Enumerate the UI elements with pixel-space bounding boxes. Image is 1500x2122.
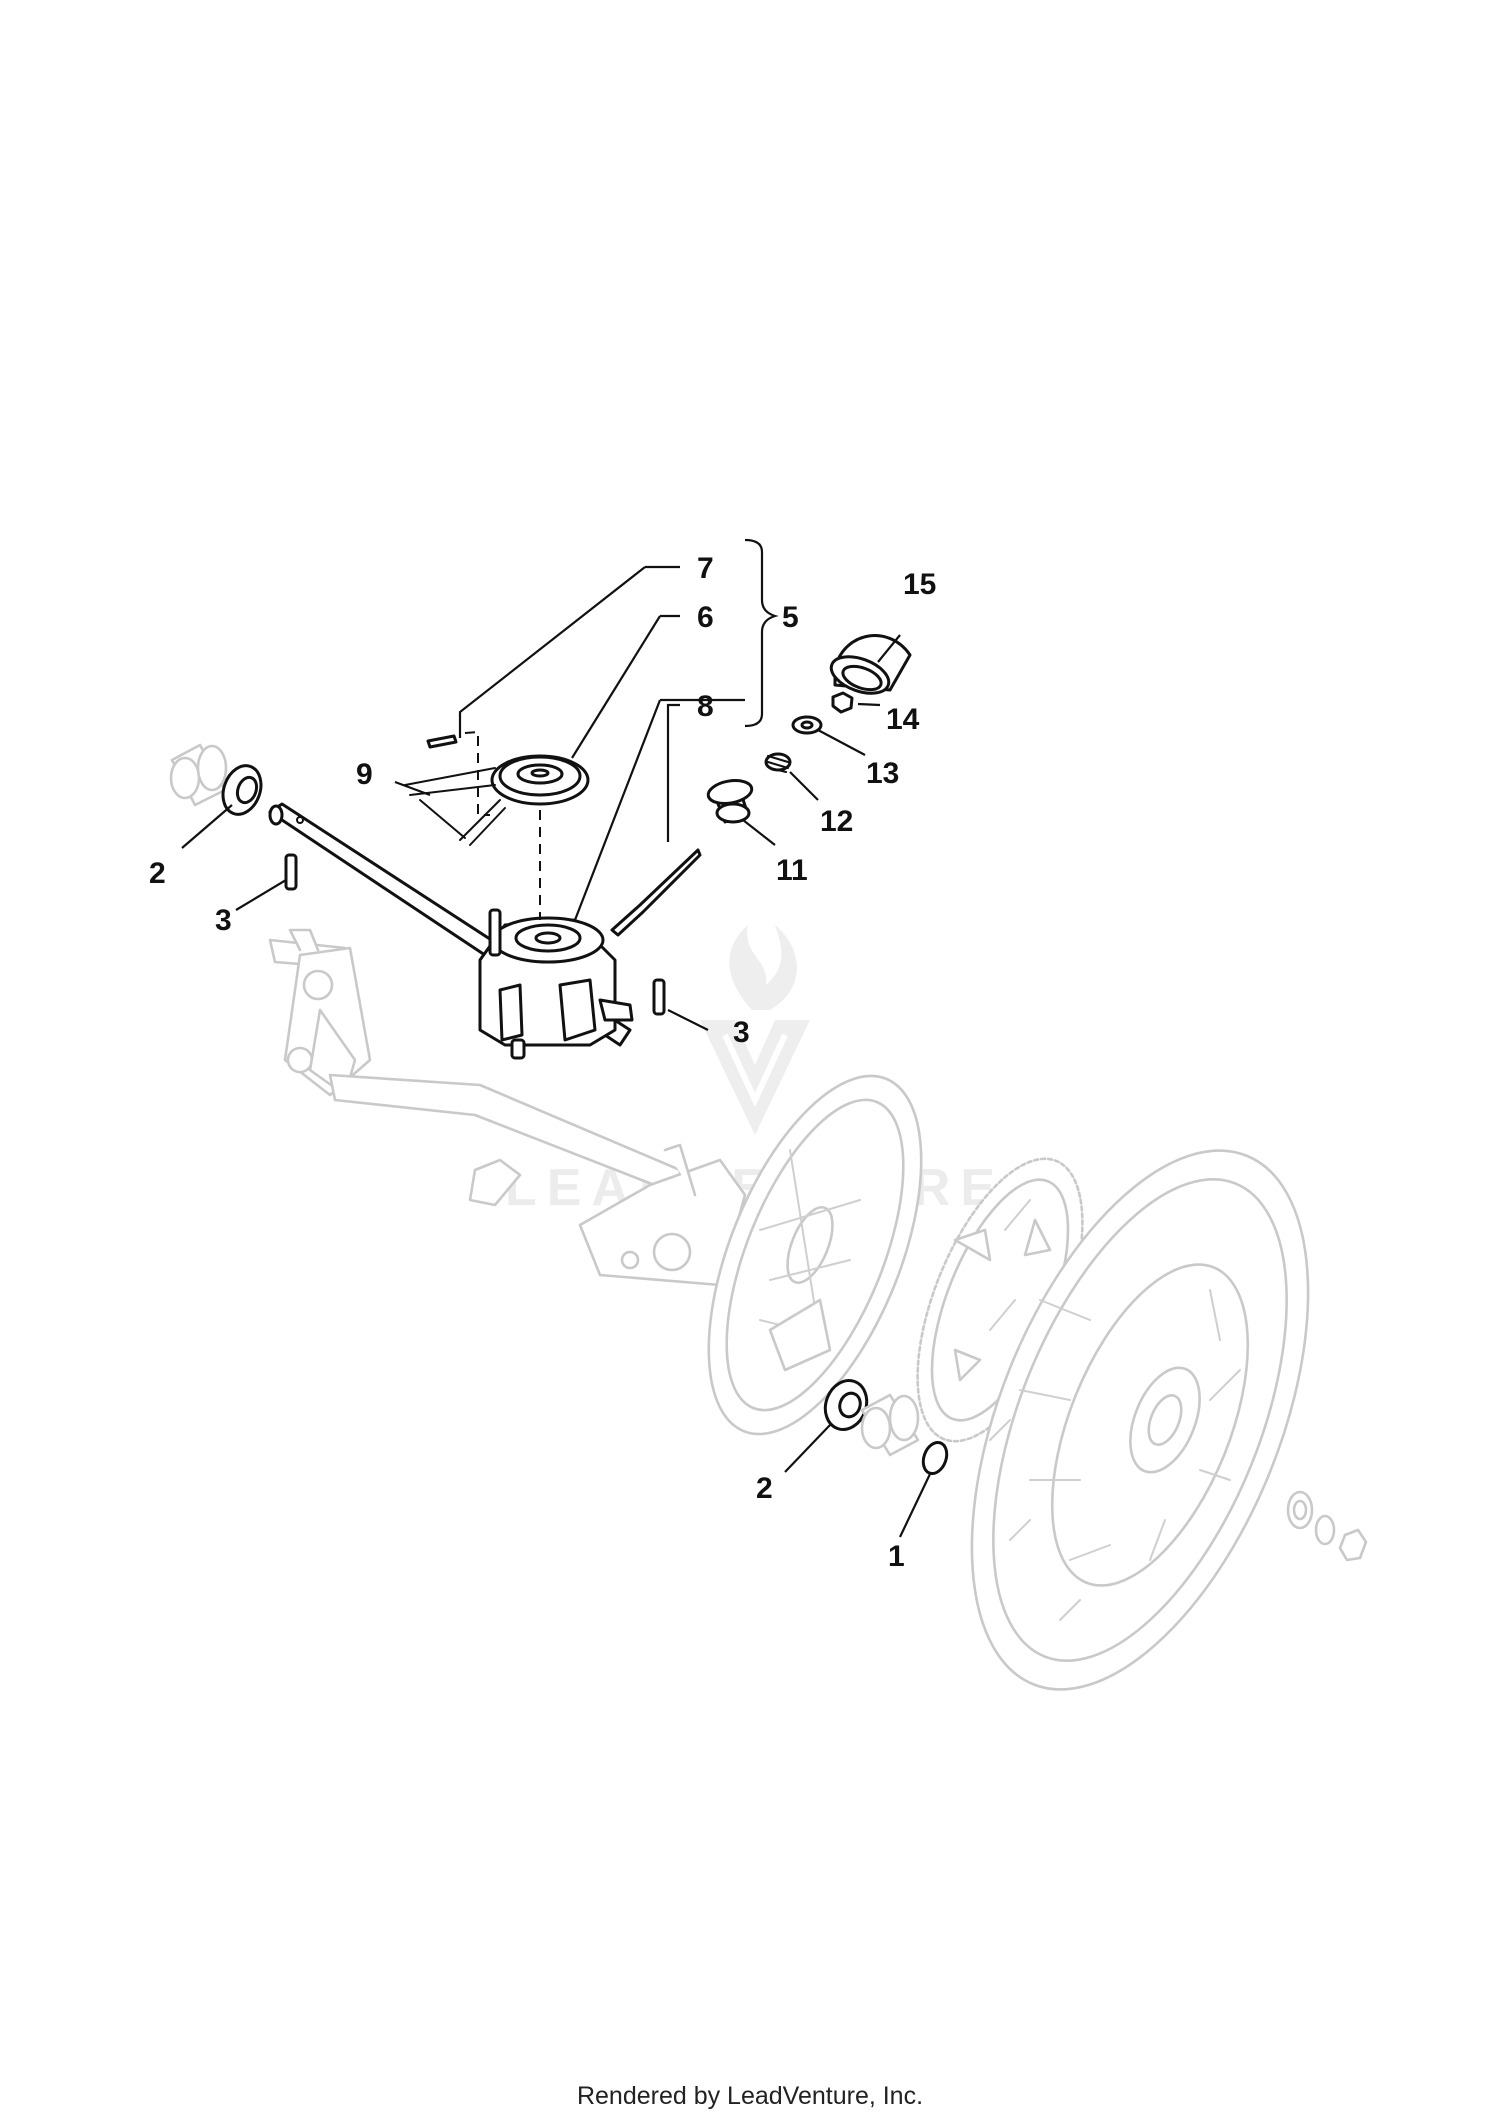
rear-wheel <box>970 1149 1310 1691</box>
drive-gear <box>916 1157 1084 1443</box>
bearing-left <box>221 764 263 816</box>
bearing-right <box>823 1379 869 1431</box>
washer <box>791 715 823 735</box>
callouts: 7 6 5 8 15 14 13 12 11 9 2 3 3 2 1 <box>149 552 936 1573</box>
pulley-key <box>426 734 458 749</box>
nut <box>831 691 854 714</box>
callout-9: 9 <box>356 758 373 791</box>
drive-pinion-right <box>860 1393 920 1457</box>
drive-belt <box>404 767 506 846</box>
callout-3-right: 3 <box>733 1016 750 1049</box>
roll-pin-left <box>284 853 298 891</box>
shift-rod <box>610 848 702 937</box>
leader-lines <box>181 538 931 1538</box>
callout-2-right: 2 <box>756 1472 773 1505</box>
callout-12: 12 <box>820 805 853 838</box>
callout-7: 7 <box>697 552 714 585</box>
transmission <box>478 908 634 1060</box>
callout-3-left: 3 <box>215 904 232 937</box>
pulley <box>490 754 590 806</box>
bushing <box>706 779 754 824</box>
render-credit: Rendered by LeadVenture, Inc. <box>576 2082 924 2110</box>
knob-cap <box>829 634 912 695</box>
watermark-logo <box>700 925 810 1135</box>
callout-8: 8 <box>697 690 714 723</box>
callout-13: 13 <box>866 757 899 790</box>
wheel-cover <box>707 1074 923 1436</box>
callout-5: 5 <box>782 601 799 634</box>
drive-pinion-left <box>169 743 228 807</box>
roll-pin-right <box>652 978 666 1016</box>
spring <box>764 752 792 773</box>
callout-2-left: 2 <box>149 857 166 890</box>
retaining-ring <box>921 1441 949 1475</box>
callout-1: 1 <box>888 1540 905 1573</box>
callout-14: 14 <box>886 703 920 736</box>
wheel-hardware <box>1286 1490 1368 1562</box>
callout-6: 6 <box>697 601 714 634</box>
callout-11: 11 <box>776 854 808 887</box>
alignment-line-pin <box>464 730 490 816</box>
callout-15: 15 <box>903 568 936 601</box>
